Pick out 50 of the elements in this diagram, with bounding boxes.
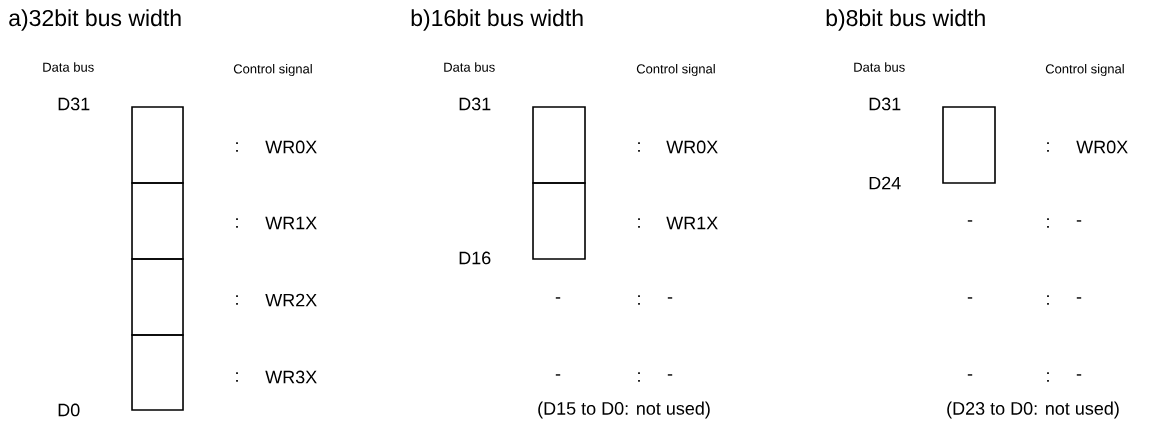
unused-marker: - [555, 297, 561, 299]
colon: : [638, 372, 640, 382]
signal-name: WR3X [265, 370, 317, 384]
unused-marker: - [667, 297, 673, 299]
byte-lane-box [131, 106, 184, 184]
unused-marker: - [1076, 220, 1082, 222]
colon: : [638, 142, 640, 152]
signal-name: WR0X [666, 140, 718, 154]
unused-marker: - [967, 220, 973, 222]
signal-name: WR0X [1076, 140, 1128, 154]
unused-marker: - [967, 297, 973, 299]
signal-name: WR2X [265, 293, 317, 307]
column-heading: Control signal [1045, 63, 1124, 77]
colon: : [638, 218, 640, 228]
bit-label: D31 [869, 97, 901, 111]
signal-name: WR1X [666, 216, 718, 230]
colon: : [236, 372, 238, 382]
byte-lane-box [131, 182, 184, 260]
bit-label: D0 [58, 403, 80, 417]
unused-marker: - [1076, 374, 1082, 376]
colon: : [236, 218, 238, 228]
column-heading: Data bus [854, 62, 905, 72]
column-heading: Data bus [444, 62, 495, 72]
colon: : [1047, 372, 1049, 382]
colon: : [1047, 218, 1049, 228]
unused-marker: - [555, 374, 561, 376]
colon: : [236, 142, 238, 152]
bit-label: D16 [459, 251, 491, 265]
byte-lane-box [942, 106, 996, 184]
byte-lane-box [532, 182, 586, 260]
colon: : [638, 295, 640, 305]
signal-name: WR1X [265, 216, 317, 230]
byte-lane-box [131, 258, 184, 336]
bit-label: D31 [459, 97, 491, 111]
note: (D23 to D0: not used) [947, 401, 1119, 419]
colon: : [1047, 295, 1049, 305]
colon: : [236, 295, 238, 305]
column-heading: Control signal [233, 63, 312, 77]
signal-name: WR0X [265, 140, 317, 154]
unused-marker: - [967, 374, 973, 376]
byte-lane-box [131, 334, 184, 411]
byte-lane-box [532, 106, 586, 184]
bit-label: D24 [869, 176, 901, 190]
unused-marker: - [1076, 297, 1082, 299]
note: (D15 to D0: not used) [538, 401, 710, 419]
column-heading: Data bus [43, 62, 94, 72]
unused-marker: - [667, 374, 673, 376]
bit-label: D31 [58, 97, 90, 111]
colon: : [1047, 142, 1049, 152]
column-heading: Control signal [636, 63, 715, 77]
